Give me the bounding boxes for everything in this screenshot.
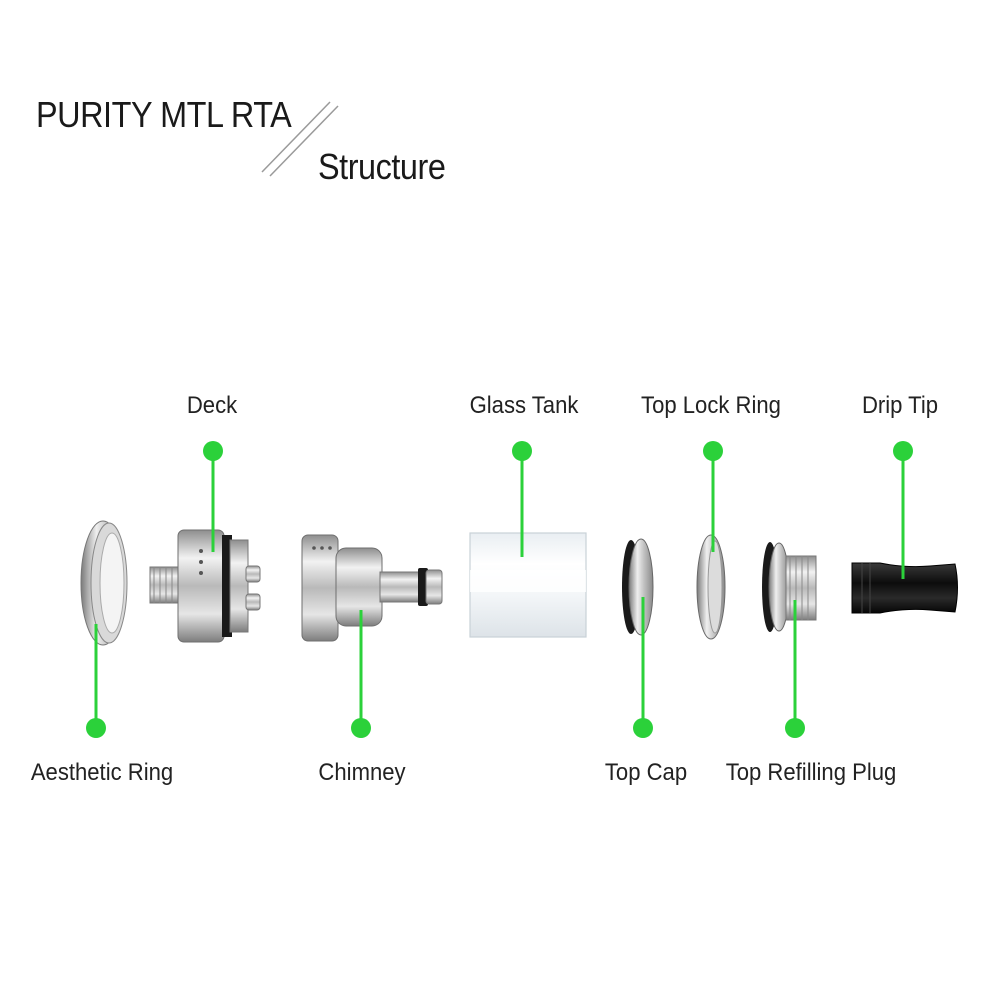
product-title: PURITY MTL RTA: [36, 94, 292, 135]
drip-tip-part: [851, 562, 958, 614]
glass-tank-callout-dot: [512, 441, 532, 461]
diagram-subtitle: Structure: [318, 146, 446, 187]
label-drip-tip: Drip Tip: [861, 392, 939, 419]
deck-callout-dot: [203, 441, 223, 461]
label-deck: Deck: [186, 392, 238, 419]
label-glass-tank: Glass Tank: [469, 392, 579, 419]
label-chimney: Chimney: [318, 759, 406, 786]
label-top-lock-ring: Top Lock Ring: [641, 392, 781, 419]
label-aesthetic-ring: Aesthetic Ring: [30, 759, 174, 786]
top-cap-callout-dot: [633, 718, 653, 738]
chimney-callout-dot: [351, 718, 371, 738]
callouts: [86, 441, 913, 738]
deck-part: [149, 529, 261, 643]
aesthetic-ring-callout-dot: [86, 718, 106, 738]
top-lock-ring-part: [696, 534, 726, 640]
label-top-cap: Top Cap: [604, 759, 688, 786]
drip-tip-callout-dot: [893, 441, 913, 461]
chimney-part: [301, 534, 443, 642]
top-refilling-plug-callout-dot: [785, 718, 805, 738]
aesthetic-ring-part: [80, 520, 128, 646]
glass-tank-part: [469, 532, 587, 638]
top-cap-part: [622, 538, 654, 636]
title-divider-slashes: [261, 101, 339, 177]
top-lock-ring-callout-dot: [703, 441, 723, 461]
top-refilling-plug-part: [762, 542, 817, 632]
label-top-refilling-plug: Top Refilling Plug: [725, 759, 897, 786]
